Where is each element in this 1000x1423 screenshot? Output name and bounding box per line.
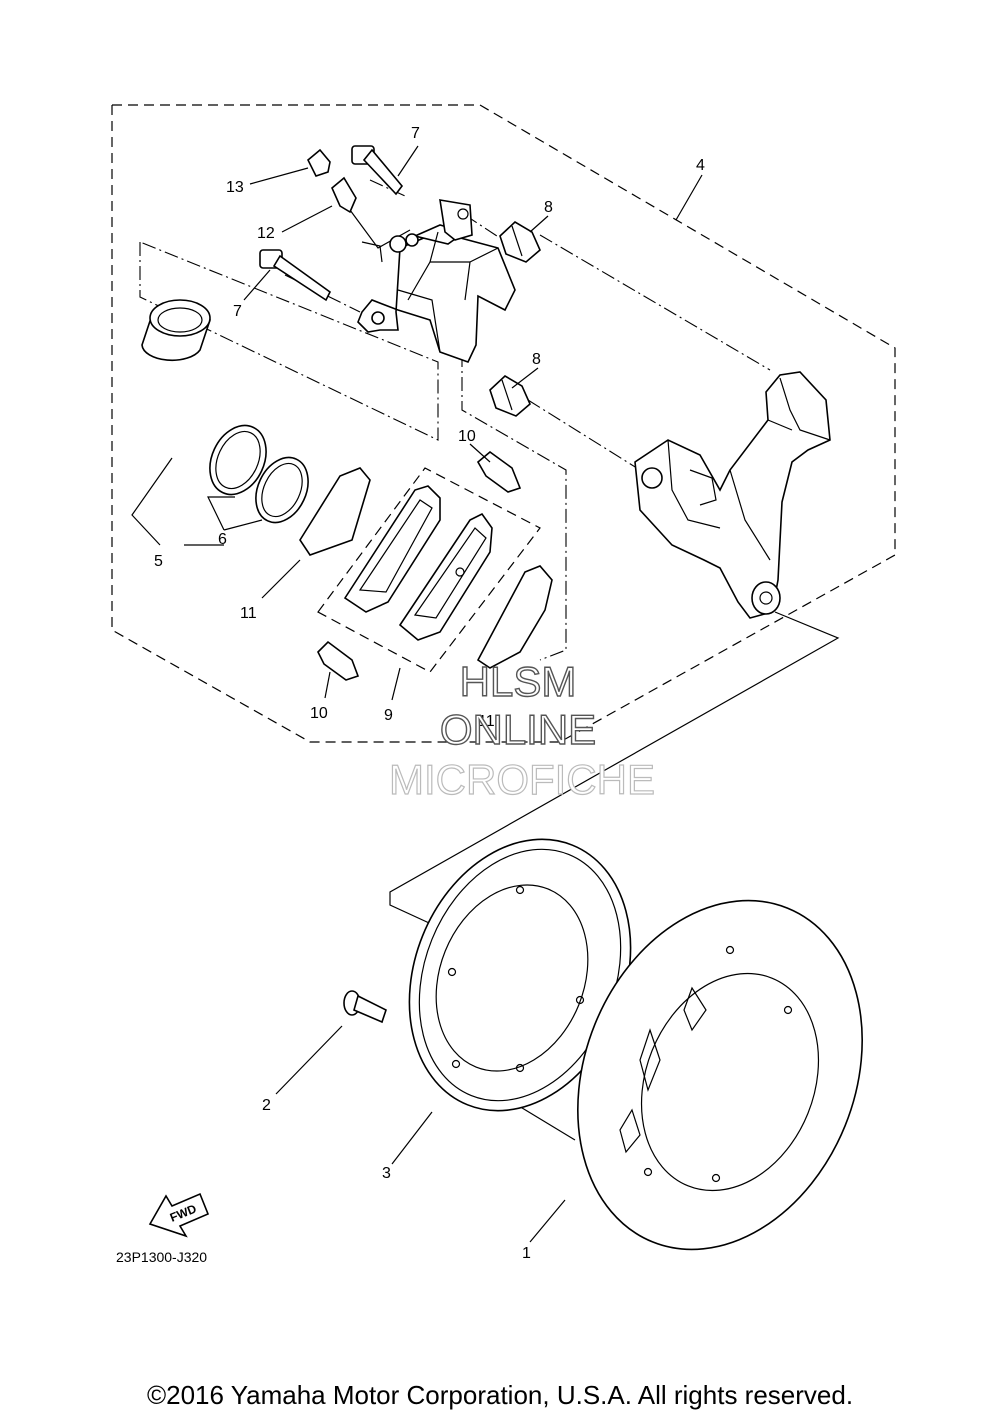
copyright-notice: ©2016 Yamaha Motor Corporation, U.S.A. A…	[146, 1380, 854, 1410]
callout-7-top: 7	[411, 125, 420, 142]
callout-10-top: 10	[458, 428, 476, 445]
forward-arrow-icon	[148, 1192, 210, 1238]
caliper-bracket	[634, 371, 831, 619]
caliper-body	[357, 199, 516, 363]
callout-6: 6	[218, 531, 227, 548]
callout-8-top: 8	[544, 199, 553, 216]
callout-11-left: 11	[240, 605, 257, 622]
pad-spring-bottom	[317, 640, 360, 681]
caliper-bolt-top	[351, 145, 404, 196]
caliper-assembly-outline	[111, 104, 896, 743]
disc-bolt	[343, 990, 387, 1024]
figure-number: 23P1300-J320	[116, 1249, 207, 1265]
watermark-line-1: HLSM	[460, 658, 577, 705]
callout-9: 9	[384, 707, 393, 724]
bushing-bottom	[489, 375, 531, 417]
brake-pads	[343, 485, 493, 641]
axis-line-2	[527, 399, 641, 471]
pad-spring-top	[476, 450, 522, 493]
watermark-line-3: MICROFICHE	[389, 756, 655, 803]
watermark-line-2: ONLINE	[440, 706, 596, 753]
callout-12: 12	[257, 225, 275, 242]
axis-line-1	[539, 234, 771, 371]
piston-group-frame	[139, 241, 439, 441]
callout-1: 1	[522, 1245, 531, 1262]
axis-line-5	[369, 179, 406, 197]
brake-disc	[577, 899, 863, 1251]
callout-8-bottom: 8	[532, 351, 541, 368]
bracket-to-disc-line	[389, 611, 840, 929]
callout-3: 3	[382, 1165, 391, 1182]
piston-seal-kit	[209, 424, 309, 524]
callout-7-bottom: 7	[233, 303, 242, 320]
pad-kit-frame	[317, 467, 541, 673]
callout-5: 5	[154, 553, 163, 570]
caliper-bolt-bottom	[259, 249, 332, 302]
callout-10-bottom: 10	[310, 705, 328, 722]
callout-11-right: 11	[478, 713, 495, 730]
axis-line-3	[461, 305, 567, 661]
pad-shim-left	[299, 467, 371, 556]
callout-leaders	[131, 145, 703, 1243]
callout-4: 4	[696, 157, 705, 174]
bleed-screw	[331, 176, 357, 214]
piston	[141, 299, 211, 362]
callout-2: 2	[262, 1097, 271, 1114]
pad-shim-right	[476, 565, 553, 669]
bleed-screw-cap	[307, 148, 331, 177]
callout-13: 13	[226, 179, 244, 196]
